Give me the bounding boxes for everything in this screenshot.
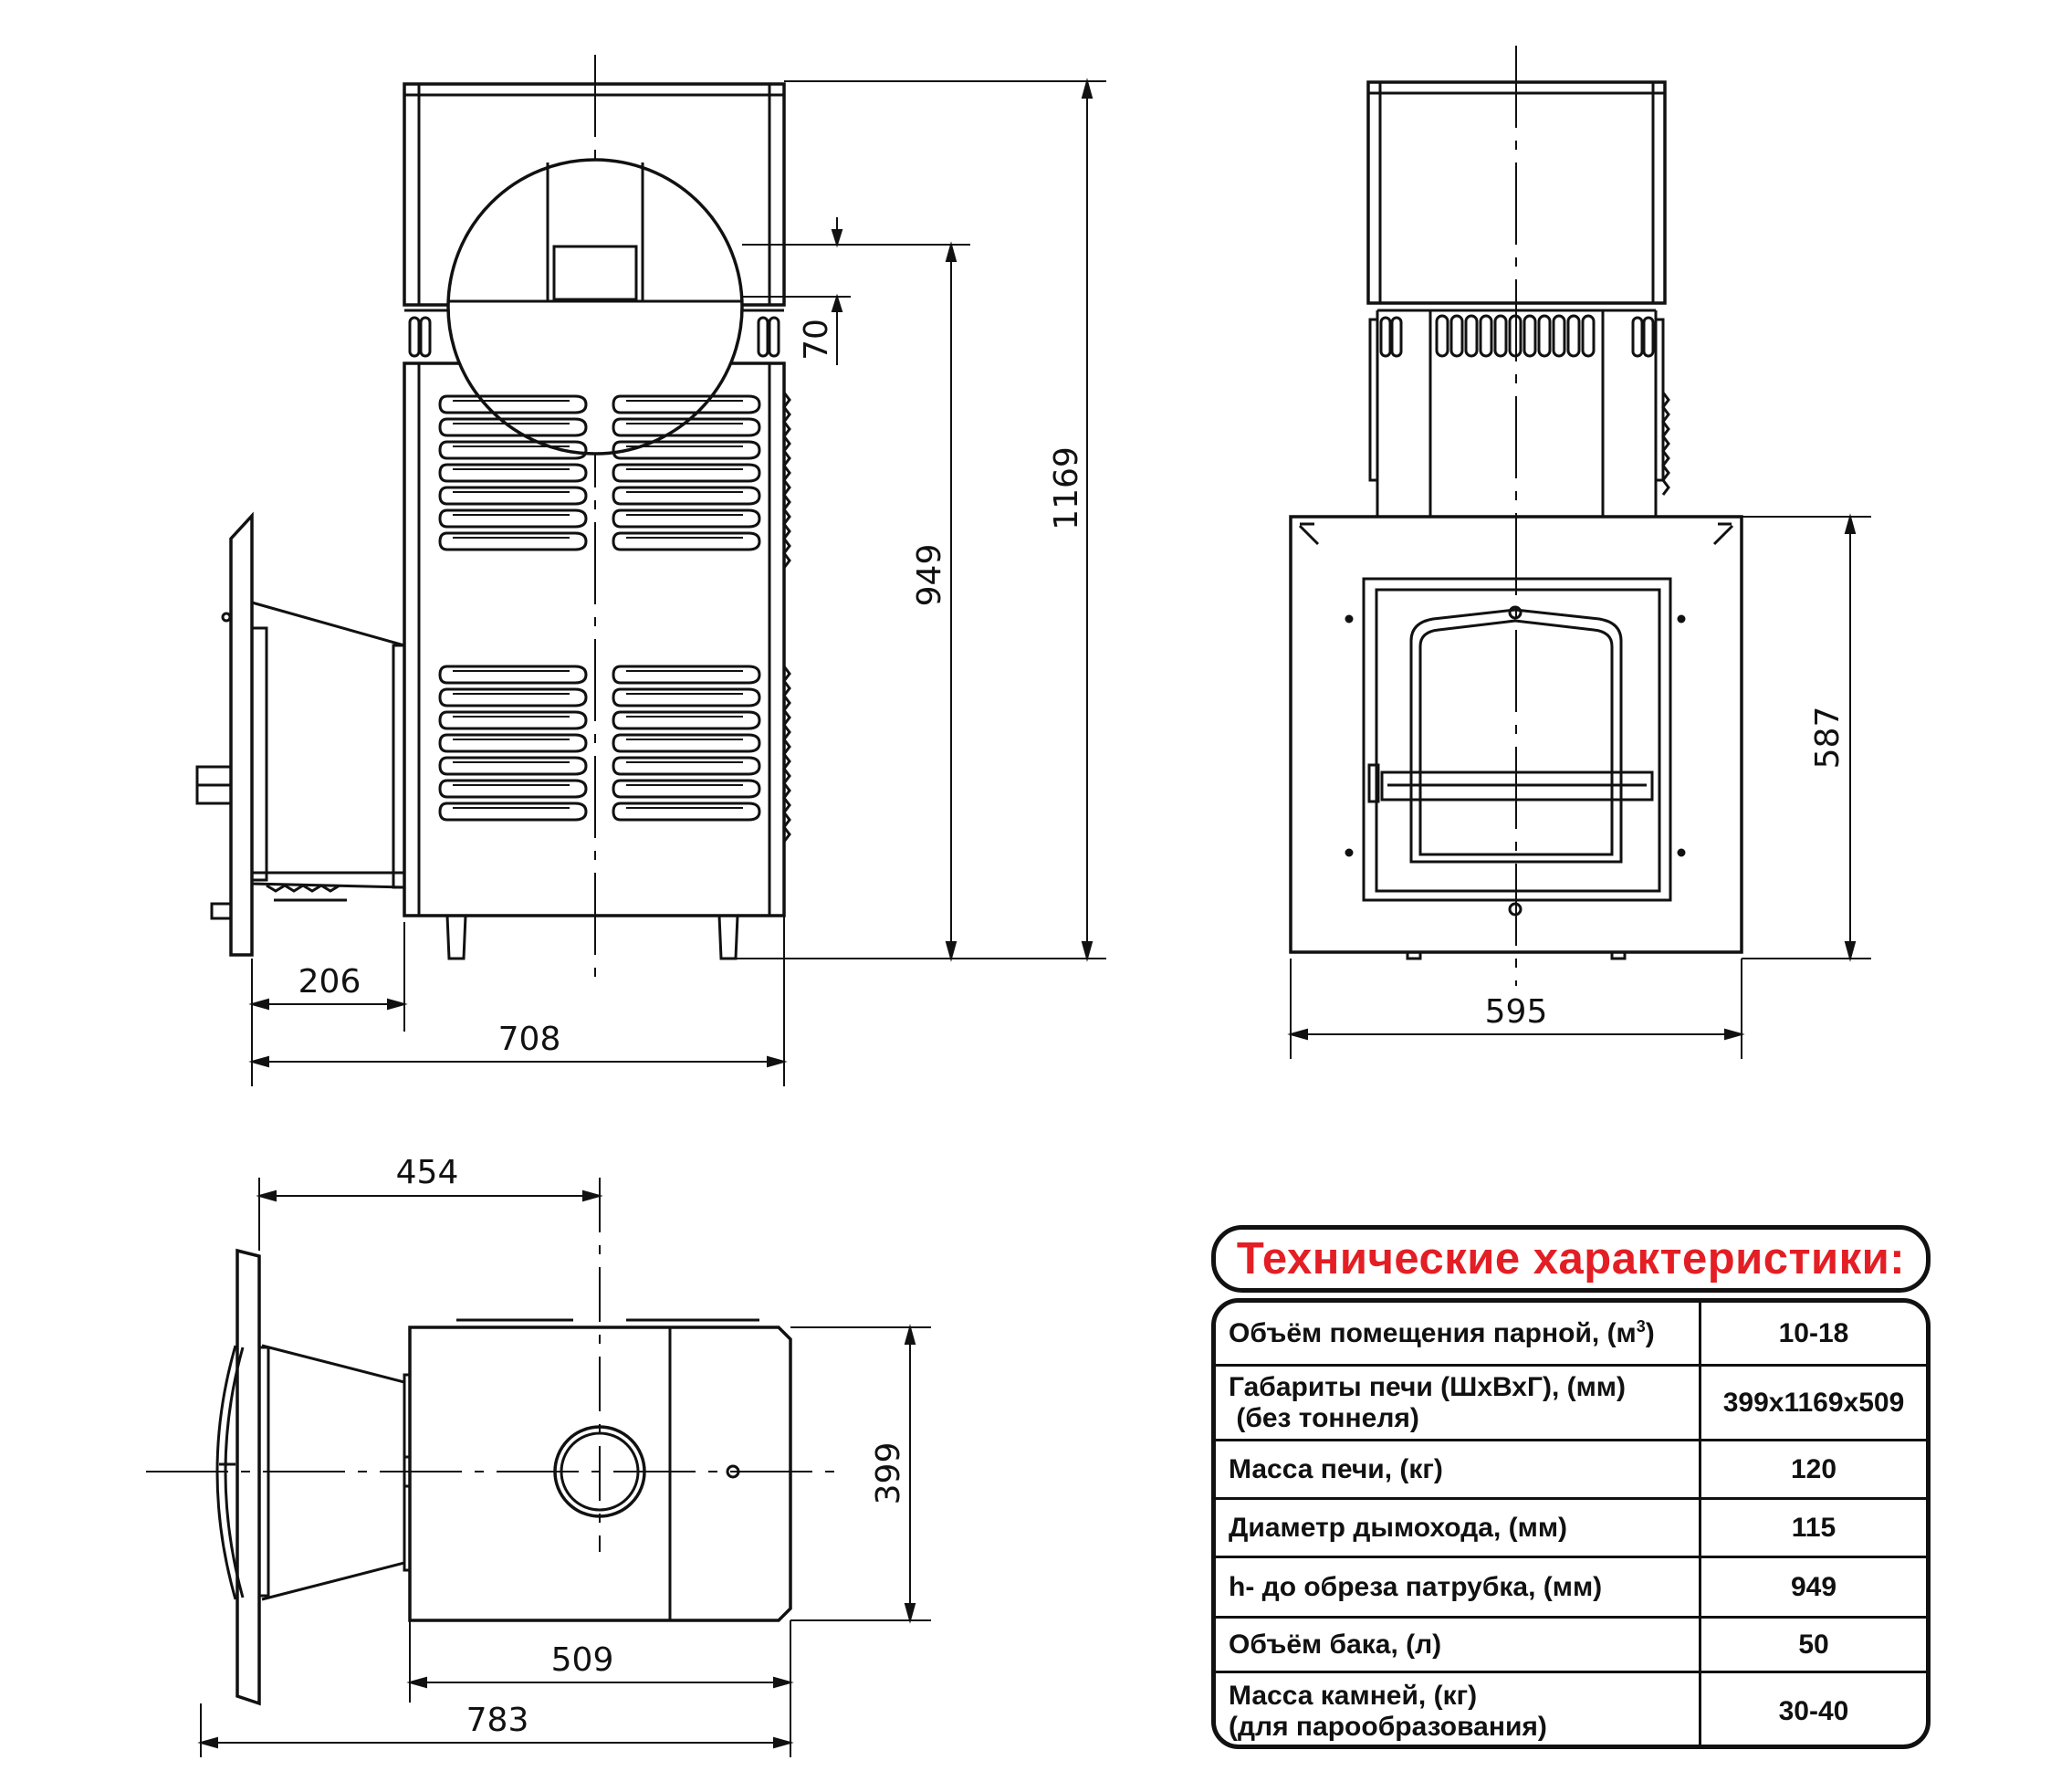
spec-row-dimensions: Габариты печи (ШхВхГ), (мм) (без тоннеля… <box>1216 1364 1926 1439</box>
spec-label: Объём бака, (л) <box>1216 1619 1701 1671</box>
spec-row-stones: Масса камней, (кг)(для парообразования) … <box>1216 1671 1926 1745</box>
dim-206: 206 <box>298 963 361 1001</box>
side-spring-left <box>408 316 432 358</box>
spec-label: Масса камней, (кг)(для парообразования) <box>1216 1673 1701 1745</box>
specs-table: Объём помещения парной, (м3) 10-18 Габар… <box>1211 1298 1931 1749</box>
dim-708: 708 <box>498 1021 561 1058</box>
spec-label: Объём помещения парной, (м3) <box>1216 1303 1701 1364</box>
spec-row-tank: Объём бака, (л) 50 <box>1216 1616 1926 1671</box>
spec-value: 120 <box>1790 1453 1837 1484</box>
dim-70: 70 <box>798 319 835 361</box>
dim-399: 399 <box>870 1442 907 1505</box>
spec-value: 50 <box>1798 1629 1829 1660</box>
front-dimensions <box>1287 513 1871 1059</box>
side-spring-right <box>757 316 780 358</box>
spec-value: 30-40 <box>1778 1695 1849 1726</box>
front-view <box>1289 46 1743 986</box>
dim-949: 949 <box>911 544 948 607</box>
spec-row-room-volume: Объём помещения парной, (м3) 10-18 <box>1216 1303 1926 1364</box>
spec-value: 399x1169x509 <box>1722 1387 1905 1418</box>
dim-1169: 1169 <box>1048 446 1085 530</box>
spec-row-mass: Масса печи, (кг) 120 <box>1216 1439 1926 1497</box>
spec-label: Масса печи, (кг) <box>1216 1441 1701 1497</box>
spec-label: h- до обреза патрубка, (мм) <box>1216 1558 1701 1616</box>
specs-card: Технические характеристики: Объём помеще… <box>1211 1225 1931 1749</box>
dim-587: 587 <box>1809 707 1847 770</box>
spec-label: Диаметр дымохода, (мм) <box>1216 1500 1701 1556</box>
spec-label: Габариты печи (ШхВхГ), (мм) (без тоннеля… <box>1216 1367 1701 1439</box>
top-view <box>146 1178 835 1706</box>
spec-value: 949 <box>1790 1571 1837 1602</box>
top-dimensions <box>197 1178 931 1757</box>
spec-value: 10-18 <box>1778 1317 1849 1348</box>
dim-783: 783 <box>466 1702 529 1739</box>
dim-454: 454 <box>396 1154 459 1191</box>
dim-595: 595 <box>1485 993 1548 1031</box>
spec-row-chimney: Диаметр дымохода, (мм) 115 <box>1216 1497 1926 1556</box>
specs-title: Технические характеристики: <box>1211 1225 1931 1293</box>
spec-value: 115 <box>1791 1512 1836 1543</box>
side-dimensions <box>248 78 1106 1086</box>
dim-509: 509 <box>551 1641 614 1679</box>
spec-row-pipe-height: h- до обреза патрубка, (мм) 949 <box>1216 1556 1926 1616</box>
side-view <box>195 55 791 986</box>
